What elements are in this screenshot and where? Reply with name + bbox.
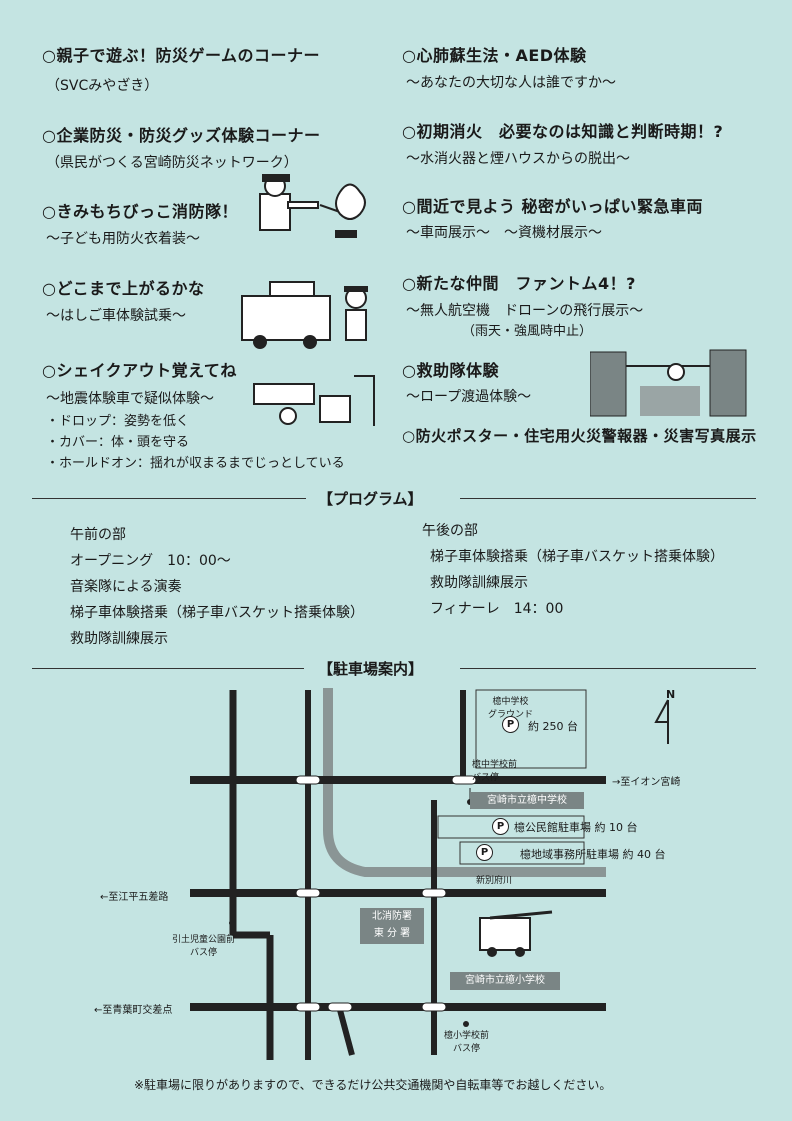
morning-item: 梯子車体験搭乗（梯子車バスケット搭乗体験）: [70, 605, 364, 621]
item-sub: 〜無人航空機 ドローンの飛行展示〜: [406, 303, 644, 319]
parking-rule-left: [32, 668, 304, 669]
school-elem-label: 宮崎市立檍小学校: [450, 972, 560, 990]
item-sub: 〜あなたの大切な人は誰ですか〜: [406, 75, 616, 91]
item-title: ○新たな仲間 ファントム4！?: [402, 274, 636, 293]
item-title: ○シェイクアウト覚えてね: [42, 361, 237, 380]
firefighter-kid-illustration: [259, 174, 366, 238]
parking-heading: 【駐車場案内】: [318, 660, 424, 678]
item-title: ○防火ポスター・住宅用火災警報器・災害写真展示: [402, 427, 757, 445]
morning-item: 救助隊訓練展示: [70, 631, 168, 647]
program-rule-right: [460, 498, 756, 499]
item-sub: 〜車両展示〜 〜資機材展示〜: [406, 225, 602, 241]
to-hirago: ←至江平五差路: [100, 892, 169, 903]
item-title: ○救助隊体験: [402, 361, 499, 380]
parking-p-icon: P: [492, 818, 509, 835]
ground-name: 檍中学校 グラウンド: [488, 697, 534, 720]
footer-note: ※駐車場に限りがありますので、できるだけ公共交通機関や自転車等でお越しください。: [134, 1078, 612, 1092]
item-line: ・ホールドオン：揺れが収まるまでじっとしている: [46, 456, 345, 471]
item-title: ○心肺蘇生法・AED体験: [402, 46, 587, 65]
quake-truck-illustration: [253, 375, 375, 426]
program-rule-left: [32, 498, 306, 499]
lot1-label: 檍公民館駐車場 約 10 台: [514, 821, 638, 834]
afternoon-item: フィナーレ 14：00: [430, 601, 564, 617]
road-diag: [337, 1009, 355, 1056]
to-aoba: ←至青葉町交差点: [94, 1005, 173, 1016]
fire-truck-icon: [479, 910, 553, 957]
school-mid-label: 宮崎市立檍中学校: [470, 792, 584, 809]
parking-map: [190, 688, 669, 1060]
item-sub: 〜水消火器と煙ハウスからの脱出〜: [406, 151, 630, 167]
rescue-building-illustration: [590, 349, 747, 417]
item-title: ○企業防災・防災グッズ体験コーナー: [42, 126, 321, 145]
to-aeon: →至イオン宮崎: [612, 777, 681, 788]
parking-p-icon: P: [502, 716, 519, 733]
ladder-truck-illustration: [241, 281, 368, 349]
afternoon-item: 救助隊訓練展示: [430, 575, 528, 591]
river-road: [323, 688, 606, 877]
fire-station-label: 北消防署 東 分 署: [360, 908, 424, 944]
morning-title: 午前の部: [70, 527, 126, 543]
item-sub: 〜地震体験車で疑似体験〜: [46, 391, 214, 407]
item-sub: （SVCみやざき）: [46, 78, 159, 94]
item-line: ・ドロップ：姿勢を低く: [46, 414, 190, 429]
item-sub: （県民がつくる宮崎防災ネットワーク）: [46, 155, 298, 171]
morning-item: オープニング 10：00〜: [70, 553, 231, 569]
item-line: ・カバー：体・頭を守る: [46, 435, 190, 450]
morning-item: 音楽隊による演奏: [70, 579, 182, 595]
item-sub: 〜ロープ渡過体験〜: [406, 389, 532, 405]
item-title: ○どこまで上がるかな: [42, 279, 205, 298]
item-title: ○きみもちびっこ消防隊！: [42, 202, 238, 221]
ground-box: [475, 689, 587, 769]
ground-capacity: 約 250 台: [528, 720, 578, 733]
afternoon-title: 午後の部: [422, 523, 478, 539]
north-arrow: [654, 699, 669, 744]
lot2-label: 檍地域事務所駐車場 約 40 台: [520, 848, 666, 861]
north-label: N: [666, 688, 676, 701]
item-title: ○間近で見よう 秘密がいっぱい緊急車両: [402, 197, 704, 216]
item-title: ○親子で遊ぶ！防災ゲームのコーナー: [42, 46, 320, 65]
item-sub: 〜はしご車体験試乗〜: [46, 308, 186, 324]
parking-rule-right: [460, 668, 756, 669]
item-line: （雨天・強風時中止）: [462, 324, 593, 339]
item-sub: 〜子ども用防火衣着装〜: [46, 231, 200, 247]
afternoon-item: 梯子車体験搭乗（梯子車バスケット搭乗体験）: [430, 549, 724, 565]
parking-p-icon: P: [476, 844, 493, 861]
river-label: 新別府川: [476, 876, 513, 886]
bus-stop-mid: 檍中学校前 バス停: [472, 760, 518, 783]
program-heading: 【プログラム】: [318, 490, 423, 508]
item-title: ○初期消火 必要なのは知識と判断時期！?: [402, 122, 724, 141]
bus-stop-elem: 檍小学校前 バス停: [444, 1031, 490, 1054]
bus-stop-park: 引土児童公園前 バス停: [172, 935, 236, 958]
